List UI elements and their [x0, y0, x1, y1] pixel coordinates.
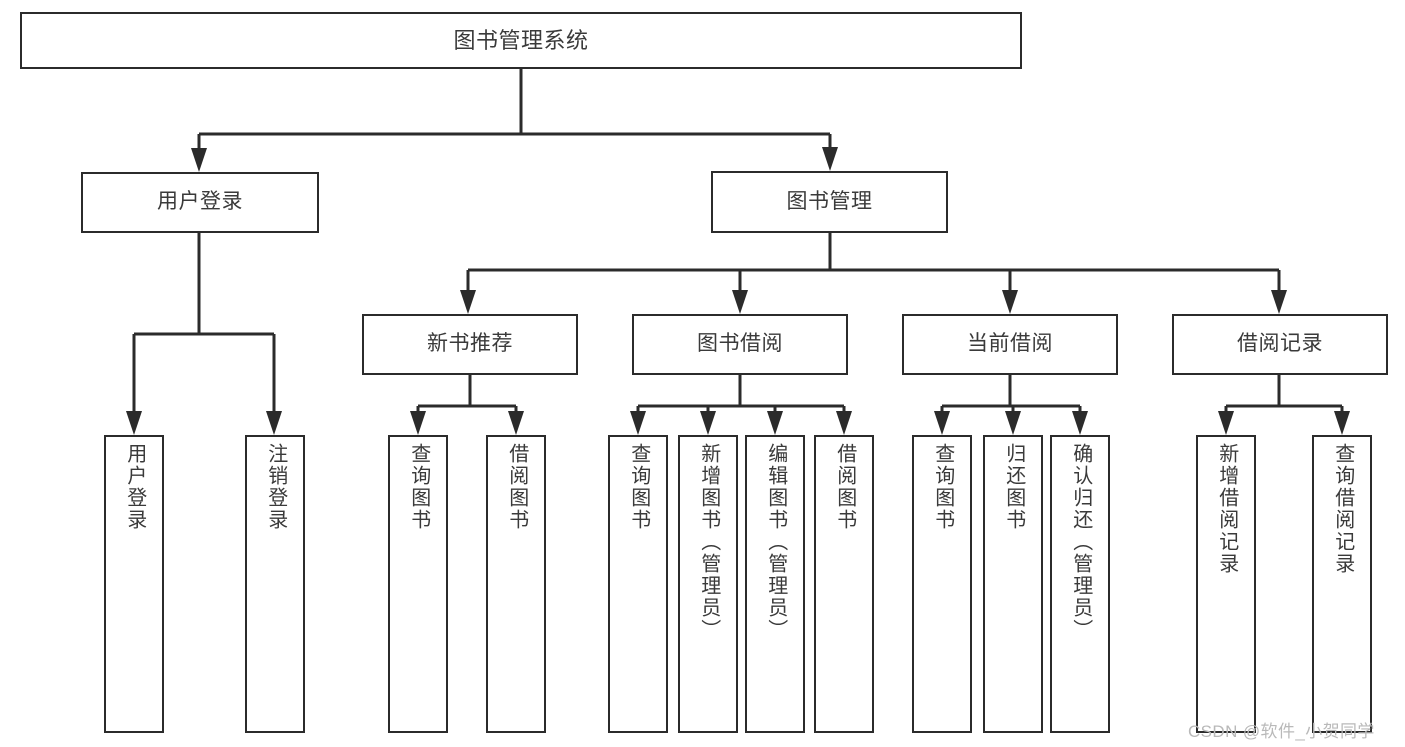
- node-label: 查询图书: [407, 443, 430, 531]
- node-new-book-recommendation[interactable]: 新书推荐: [362, 314, 578, 375]
- leaf-borrow-book[interactable]: 借阅图书: [814, 435, 874, 733]
- leaf-confirm-return-admin[interactable]: 确认归还（管理员）: [1050, 435, 1110, 733]
- node-label: 图书借阅: [697, 332, 783, 356]
- leaf-user-logout[interactable]: 注销登录: [245, 435, 305, 733]
- node-user-login[interactable]: 用户登录: [81, 172, 319, 233]
- node-borrow-record[interactable]: 借阅记录: [1172, 314, 1388, 375]
- leaf-query-book-borrow[interactable]: 查询图书: [608, 435, 668, 733]
- leaf-query-borrow-record[interactable]: 查询借阅记录: [1312, 435, 1372, 733]
- node-label: 借阅记录: [1237, 332, 1323, 356]
- node-label: 图书管理系统: [453, 27, 589, 53]
- leaf-return-book[interactable]: 归还图书: [983, 435, 1043, 733]
- node-label: 新书推荐: [427, 332, 513, 356]
- node-book-management[interactable]: 图书管理: [711, 171, 948, 233]
- node-book-borrow[interactable]: 图书借阅: [632, 314, 848, 375]
- node-label: 用户登录: [123, 443, 146, 531]
- node-label: 用户登录: [157, 190, 243, 214]
- node-label: 查询图书: [627, 443, 650, 531]
- leaf-user-login[interactable]: 用户登录: [104, 435, 164, 733]
- leaf-query-book-current[interactable]: 查询图书: [912, 435, 972, 733]
- node-current-borrow[interactable]: 当前借阅: [902, 314, 1118, 375]
- node-label: 归还图书: [1002, 443, 1025, 531]
- node-label: 注销登录: [264, 443, 287, 531]
- node-label: 新增借阅记录: [1215, 443, 1238, 575]
- node-label: 查询借阅记录: [1331, 443, 1354, 575]
- node-label: 借阅图书: [833, 443, 856, 531]
- csdn-watermark: CSDN @软件_小贺同学: [1188, 722, 1375, 741]
- node-label: 查询图书: [931, 443, 954, 531]
- leaf-query-book-recommendation[interactable]: 查询图书: [388, 435, 448, 733]
- node-label: 编辑图书（管理员）: [764, 443, 787, 641]
- leaf-add-borrow-record[interactable]: 新增借阅记录: [1196, 435, 1256, 733]
- node-label: 新增图书（管理员）: [697, 443, 720, 641]
- node-label: 确认归还（管理员）: [1069, 443, 1092, 641]
- leaf-borrow-book-recommendation[interactable]: 借阅图书: [486, 435, 546, 733]
- leaf-edit-book-admin[interactable]: 编辑图书（管理员）: [745, 435, 805, 733]
- node-root-system[interactable]: 图书管理系统: [20, 12, 1022, 69]
- leaf-add-book-admin[interactable]: 新增图书（管理员）: [678, 435, 738, 733]
- node-label: 当前借阅: [967, 332, 1053, 356]
- node-label: 图书管理: [786, 189, 873, 213]
- node-label: 借阅图书: [505, 443, 528, 531]
